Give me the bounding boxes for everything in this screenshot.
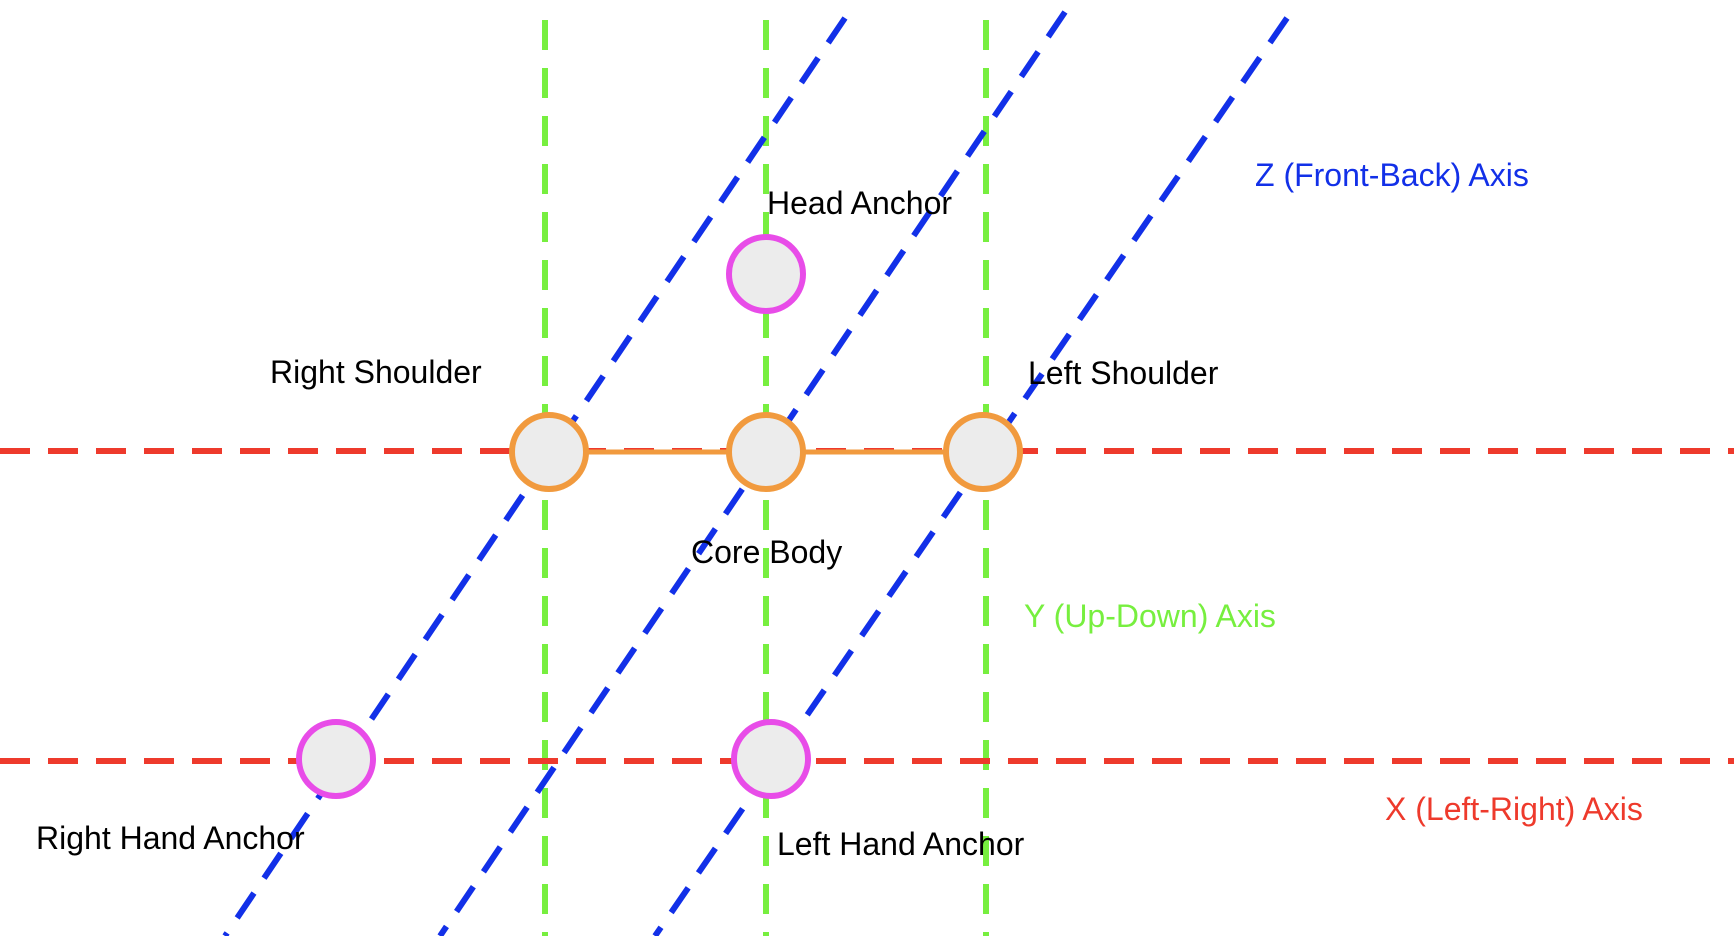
z-axis-label: Z (Front-Back) Axis [1255, 157, 1529, 193]
left-hand-anchor-label: Left Hand Anchor [777, 826, 1025, 862]
right-hand-anchor-node [296, 719, 376, 799]
nodes [296, 234, 1023, 799]
right-shoulder-label: Right Shoulder [270, 354, 482, 390]
y-axis-label: Y (Up-Down) Axis [1024, 598, 1276, 634]
right-hand-anchor-label: Right Hand Anchor [36, 820, 305, 856]
x-axis-label: X (Left-Right) Axis [1385, 791, 1643, 827]
right-shoulder-node [509, 412, 589, 492]
left-shoulder-node [943, 412, 1023, 492]
core-body-label: Core Body [691, 534, 842, 570]
head-anchor-label: Head Anchor [767, 185, 952, 221]
core-body-node [726, 412, 806, 492]
head-anchor-node [726, 234, 806, 314]
axis-labels: Z (Front-Back) Axis Y (Up-Down) Axis X (… [1024, 157, 1643, 827]
left-hand-anchor-node [731, 719, 811, 799]
node-labels: Head Anchor Right Shoulder Left Shoulder… [36, 185, 1219, 862]
x-axis-lines [0, 448, 1734, 764]
left-shoulder-label: Left Shoulder [1028, 355, 1219, 391]
